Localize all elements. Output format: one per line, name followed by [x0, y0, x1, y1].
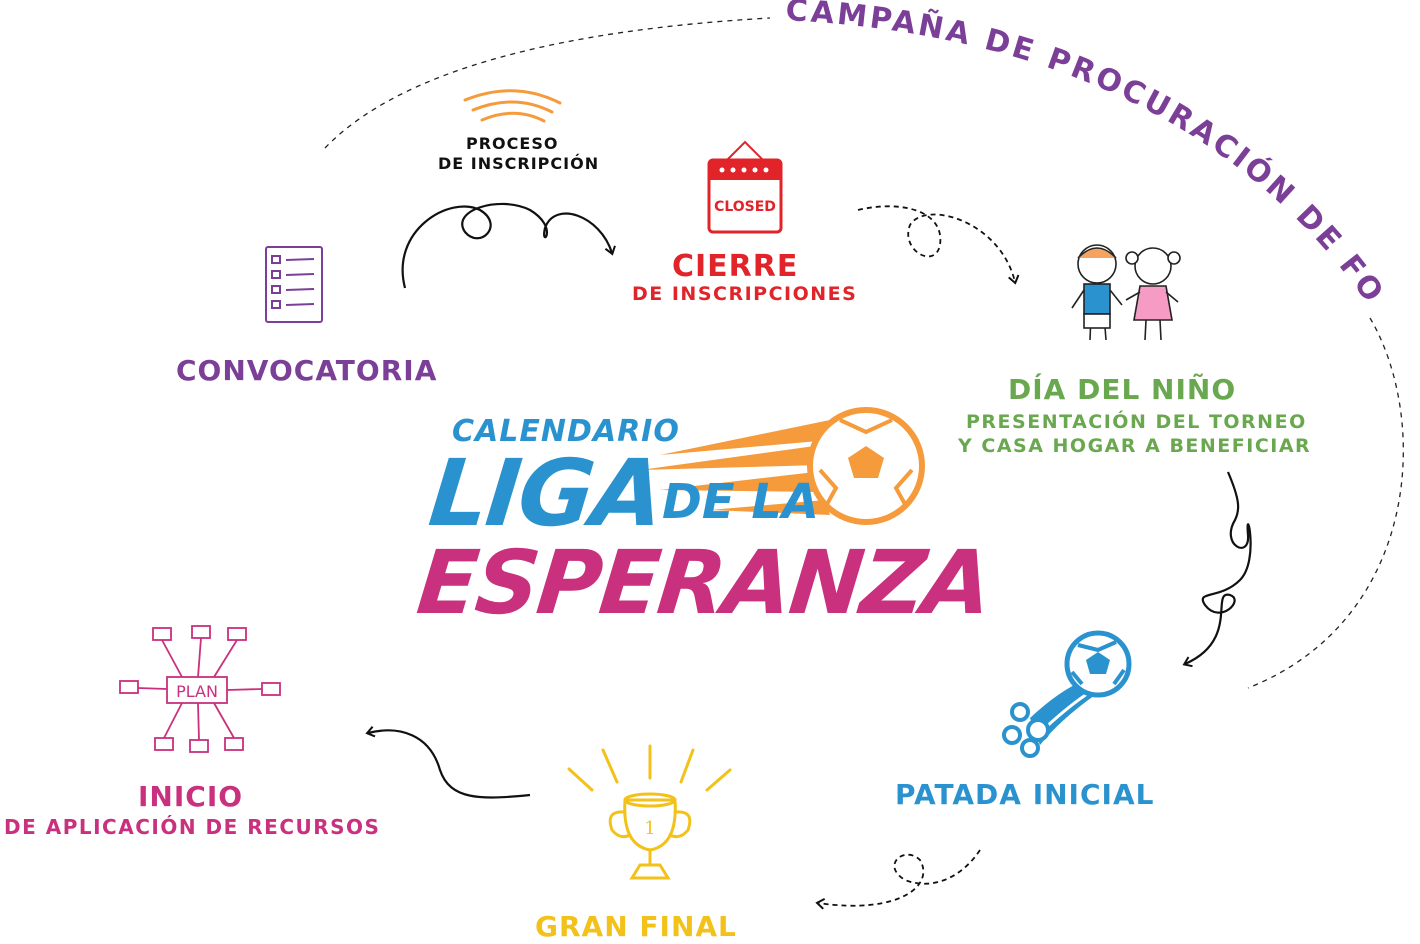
logo-soccer-ball-icon [640, 407, 925, 525]
squiggle-arrow-nino-patada [1182, 471, 1252, 668]
dashed-arrow-cierre-nino [857, 205, 1020, 285]
plan-diagram-icon [119, 625, 281, 753]
patada-title: PATADA INICIAL [895, 778, 1155, 811]
checklist-icon [265, 246, 323, 323]
cierre-subtitle: DE INSCRIPCIONES [632, 283, 858, 305]
loop-arrow-inscripcion [401, 202, 616, 289]
campaign-loop-right [1247, 317, 1404, 689]
trophy-icon [567, 744, 732, 880]
children-icon [1071, 244, 1181, 341]
dia-nino-title: DÍA DEL NIÑO [1008, 373, 1237, 406]
wavy-arrow-final-inicio [365, 726, 531, 799]
dia-nino-line1: PRESENTACIÓN DEL TORNEO [966, 411, 1307, 433]
inicio-subtitle: DE APLICACIÓN DE RECURSOS [4, 815, 381, 839]
campaign-loop-left [324, 17, 771, 149]
inicio-title: INICIO [138, 780, 244, 813]
closed-sign-icon: CLOSED [707, 140, 783, 234]
signal-icon [463, 89, 562, 123]
dashed-arrow-patada-final [815, 849, 981, 910]
convocatoria-title: CONVOCATORIA [176, 354, 438, 387]
inscripcion-line1: PROCESO [466, 134, 559, 153]
dia-nino-line2: Y CASA HOGAR A BENEFICIAR [958, 435, 1312, 457]
logo-esperanza: ESPERANZA [412, 531, 995, 634]
plan-text: PLAN [176, 682, 218, 701]
inscripcion-line2: DE INSCRIPCIÓN [438, 154, 600, 173]
logo-de-la: DE LA [662, 474, 820, 530]
trophy-number: 1 [644, 818, 655, 839]
logo-calendario: CALENDARIO [452, 414, 680, 449]
logo-liga: LIGA [424, 440, 668, 547]
kicked-ball-icon [1002, 630, 1132, 758]
cierre-title: CIERRE [672, 249, 799, 284]
final-title: GRAN FINAL [535, 910, 737, 943]
closed-sign-text: CLOSED [714, 199, 776, 215]
